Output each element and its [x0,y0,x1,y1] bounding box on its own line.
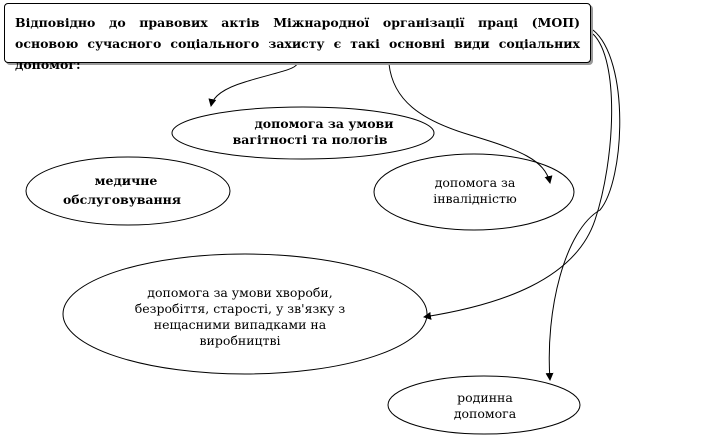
arrow-to-pregnancy [208,63,298,107]
node-illness-line1: допомога за умови хвороби, [147,285,333,300]
node-family-line1: родинна [457,390,513,405]
node-medical-line1: медичне [94,173,158,188]
node-illness-line2: безробіття, старості, у зв'язку з [134,301,346,316]
node-family-line2: допомога [453,406,517,421]
node-pregnancy-line1: допомога за умови [254,116,394,131]
node-disability-line1: допомога за [434,175,516,190]
ellipse-medical [25,156,231,226]
node-medical-line2: обслуговування [62,192,182,207]
arrow-to-disability [388,63,553,184]
node-pregnancy: допомога за умови вагітності та пологів [210,116,410,148]
node-disability: допомога за інвалідністю [400,175,550,207]
ellipse-disability [373,153,575,231]
ellipse-family [387,375,581,435]
node-illness: допомога за умови хвороби, безробіття, с… [110,285,370,349]
arrow-to-family [545,29,621,381]
arrow-to-illness [423,33,613,320]
node-pregnancy-line2: вагітності та пологів [232,132,388,147]
node-illness-line4: виробництві [199,333,281,348]
node-medical: медичне обслуговування [52,171,192,209]
node-illness-line3: нещасними випадками на [153,317,327,332]
node-disability-line2: інвалідністю [433,191,517,206]
ellipse-pregnancy [171,106,435,160]
node-family: родинна допомога [420,390,550,422]
header-box: Відповідно до правових актів Міжнародної… [4,3,591,72]
header-text: Відповідно до правових актів Міжнародної… [15,15,580,72]
